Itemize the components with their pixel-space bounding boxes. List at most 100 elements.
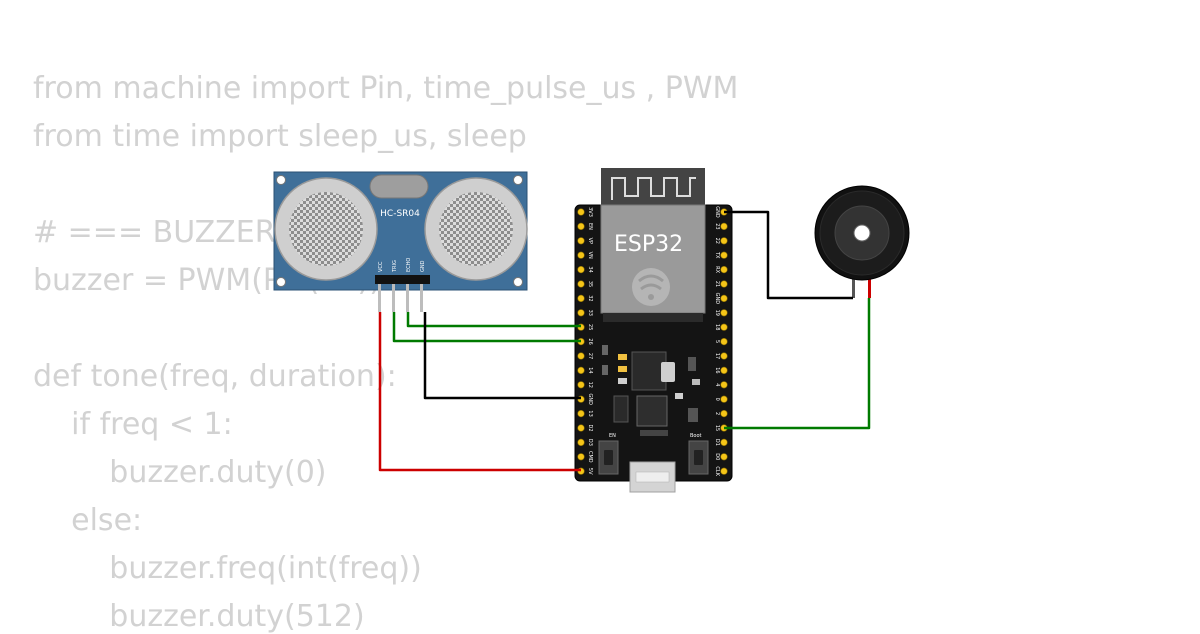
esp32-pin-label: 16 bbox=[714, 367, 720, 373]
wires bbox=[378, 210, 871, 472]
esp32-pin-right-23[interactable] bbox=[720, 222, 728, 230]
code-line: else: bbox=[33, 503, 143, 538]
code-line: buzzer.freq(int(freq)) bbox=[33, 551, 422, 586]
esp32-pin-label: VP bbox=[587, 238, 593, 244]
esp32-pin-label: 19 bbox=[714, 310, 720, 316]
esp32-pin-left-vp[interactable] bbox=[577, 237, 585, 245]
usb-uart-chip bbox=[636, 395, 668, 427]
esp32-pin-label: 32 bbox=[587, 295, 593, 301]
wire-buzzer-gpio15[interactable] bbox=[724, 298, 871, 430]
esp32-pin-left-14[interactable] bbox=[577, 366, 585, 375]
esp32-pin-left-33[interactable] bbox=[577, 309, 585, 317]
transducer-left bbox=[274, 177, 378, 281]
esp32-pin-right-5[interactable] bbox=[720, 338, 728, 346]
pin-label-gnd: GND bbox=[420, 260, 426, 272]
pin-label-trig: TRIG bbox=[392, 260, 398, 273]
esp32-pin-right-16[interactable] bbox=[720, 366, 728, 375]
esp32-pin-left-vn[interactable] bbox=[577, 251, 585, 259]
esp32-pin-label: 27 bbox=[587, 353, 593, 359]
esp32-pin-left-27[interactable] bbox=[577, 352, 585, 360]
esp32-pin-label: EN bbox=[587, 223, 593, 230]
esp32-pin-label: 0 bbox=[714, 398, 720, 401]
esp32-pin-label: 34 bbox=[587, 266, 593, 272]
esp32-pin-label: GND bbox=[587, 393, 593, 405]
code-line: from machine import Pin, time_pulse_us ,… bbox=[33, 71, 739, 106]
esp32-pin-right-rx[interactable] bbox=[720, 266, 728, 274]
esp32-pin-right-18[interactable] bbox=[720, 323, 728, 331]
esp32-pin-label: 22 bbox=[714, 238, 720, 244]
code-line: buzzer.duty(512) bbox=[33, 599, 365, 634]
esp32-pin-label: 14 bbox=[587, 367, 593, 373]
esp32-pin-label: 18 bbox=[714, 324, 720, 330]
code-line: buzzer.duty(0) bbox=[33, 455, 327, 490]
esp32-pin-label: RX bbox=[714, 266, 720, 273]
esp32-label: ESP32 bbox=[614, 232, 683, 257]
en-button-label: EN bbox=[609, 433, 616, 439]
ultrasonic-sensor[interactable]: HC-SR04 VCC TRIG ECHO GND bbox=[273, 171, 528, 312]
esp32-pin-right-2[interactable] bbox=[720, 410, 728, 418]
esp32-pin-left-en[interactable] bbox=[577, 222, 585, 230]
esp32-pin-left-35[interactable] bbox=[577, 280, 585, 288]
esp32-pin-right-d0[interactable] bbox=[720, 453, 728, 461]
esp32-board[interactable]: ESP32 EN Boot bbox=[574, 168, 733, 493]
wire-gnd-gnd[interactable] bbox=[423, 312, 581, 400]
esp32-pin-label: 35 bbox=[587, 281, 593, 287]
esp32-pin-right-clk[interactable] bbox=[720, 467, 728, 475]
esp32-pin-left-34[interactable] bbox=[577, 266, 585, 274]
esp32-pin-label: D0 bbox=[714, 453, 720, 460]
esp32-pin-right-0[interactable] bbox=[720, 395, 728, 403]
wire-vcc-5v[interactable] bbox=[378, 312, 581, 472]
esp32-pin-label: D3 bbox=[587, 439, 593, 446]
esp32-pin-label: 26 bbox=[587, 338, 593, 344]
esp32-pin-label: 17 bbox=[714, 353, 720, 359]
esp32-pin-left-d2[interactable] bbox=[577, 424, 585, 432]
esp32-pin-label: D2 bbox=[587, 424, 593, 431]
esp32-pin-label: 3V3 bbox=[587, 207, 593, 217]
esp32-pin-label: D1 bbox=[714, 439, 720, 446]
esp32-pin-label: 5 bbox=[714, 340, 720, 343]
esp32-pin-left-12[interactable] bbox=[577, 381, 585, 389]
sensor-pin-headers bbox=[378, 284, 423, 312]
espressif-logo-icon bbox=[632, 268, 670, 306]
wire-buzzer-gnd[interactable] bbox=[724, 210, 853, 300]
esp32-pin-right-gnd[interactable] bbox=[720, 294, 728, 303]
esp32-pin-label: CLK bbox=[714, 466, 720, 476]
esp32-pin-label: 15 bbox=[714, 425, 720, 431]
code-line: from time import sleep_us, sleep bbox=[33, 119, 527, 154]
en-button[interactable] bbox=[598, 440, 619, 475]
crystal-oscillator bbox=[369, 174, 429, 199]
esp32-pin-left-3v3[interactable] bbox=[577, 208, 585, 216]
esp32-pin-left-cmd[interactable] bbox=[577, 453, 585, 461]
esp32-pin-right-tx[interactable] bbox=[720, 251, 728, 259]
esp32-pin-label: 13 bbox=[587, 410, 593, 416]
onboard-components bbox=[602, 345, 700, 436]
wire-trig-gpio26[interactable] bbox=[392, 312, 581, 343]
pin-label-vcc: VCC bbox=[378, 261, 384, 272]
esp32-pin-right-21[interactable] bbox=[720, 280, 728, 288]
esp32-pin-label: 12 bbox=[587, 382, 593, 388]
micro-usb-port[interactable] bbox=[629, 461, 676, 493]
esp32-pin-left-d3[interactable] bbox=[577, 438, 585, 447]
wire-echo-gpio25[interactable] bbox=[406, 312, 581, 328]
buzzer[interactable] bbox=[814, 185, 910, 298]
transducer-right bbox=[424, 177, 528, 281]
esp32-pin-label: VN bbox=[587, 252, 593, 259]
esp32-pin-right-22[interactable] bbox=[720, 237, 728, 245]
esp32-pin-left-32[interactable] bbox=[577, 294, 585, 303]
esp32-pin-label: 23 bbox=[714, 223, 720, 229]
esp32-pin-label: 21 bbox=[714, 281, 720, 287]
esp32-pin-right-d1[interactable] bbox=[720, 438, 728, 447]
esp32-pin-label: 4 bbox=[714, 383, 720, 386]
esp32-pin-right-4[interactable] bbox=[720, 381, 728, 389]
code-line: if freq < 1: bbox=[33, 407, 233, 442]
esp32-pin-right-19[interactable] bbox=[720, 309, 728, 317]
esp32-pin-label: TX bbox=[714, 251, 720, 259]
boot-button-label: Boot bbox=[690, 433, 702, 439]
boot-button[interactable] bbox=[688, 440, 709, 475]
esp32-pin-left-13[interactable] bbox=[577, 410, 585, 418]
esp32-pin-right-17[interactable] bbox=[720, 352, 728, 360]
esp32-pin-label: 5V bbox=[587, 468, 593, 475]
